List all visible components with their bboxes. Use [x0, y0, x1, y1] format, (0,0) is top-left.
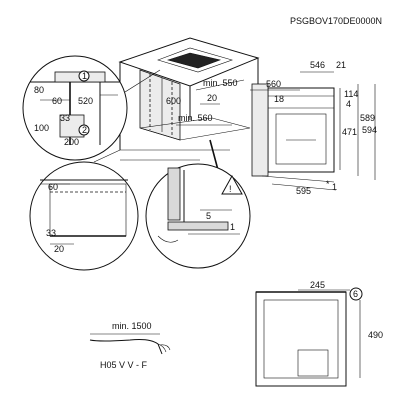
dim-1b: 1	[332, 182, 337, 192]
dim-471: 471	[342, 127, 357, 137]
worktop-unit-perspective	[118, 37, 260, 171]
dim-20b: 20	[54, 244, 64, 254]
dim-560: 560	[266, 79, 281, 89]
warning-mark: !	[229, 184, 232, 194]
dim-600: 600	[166, 96, 181, 106]
dim-5: 5	[206, 211, 211, 221]
dim-589: 589	[360, 113, 375, 123]
dim-100: 100	[34, 123, 49, 133]
dim-245: 245	[310, 280, 325, 290]
dim-490: 490	[368, 330, 383, 340]
marker-2-circle	[78, 124, 90, 136]
cable-type-label: H05 V V - F	[100, 360, 148, 370]
dim-60a: 60	[52, 96, 62, 106]
marker-3-circle	[349, 287, 363, 301]
model-code: PSGBOV170DE0000N	[290, 16, 382, 26]
dim-20a: 20	[207, 93, 217, 103]
dim-200: 200	[64, 137, 79, 147]
dim-33b: 33	[46, 228, 56, 238]
dim-595-line	[271, 183, 337, 191]
oven-side-view	[251, 83, 335, 183]
dim-595: 595	[296, 186, 311, 196]
power-cable	[89, 333, 171, 355]
marker-1-circle	[78, 70, 90, 82]
dim-546: 546	[310, 60, 325, 70]
dim-114: 114	[344, 89, 358, 99]
warning-triangle-icon	[221, 174, 243, 195]
detail-circle-top-left	[22, 55, 161, 161]
dim-min1500: min. 1500	[112, 321, 152, 331]
dim-min550-line	[195, 79, 245, 91]
dim-21: 21	[336, 60, 346, 70]
dim-80: 80	[34, 85, 44, 95]
marker-1: 1	[82, 71, 87, 81]
dim-min550: min. 550	[203, 78, 238, 88]
detail-circle-bottom-left	[29, 149, 139, 271]
dim-33a: 33	[60, 113, 70, 123]
dim-60b: 60	[48, 182, 58, 192]
dim-1a: 1	[230, 222, 235, 232]
dim-star: *	[326, 179, 330, 189]
dim-18: 18	[274, 94, 284, 104]
dim-4: 4	[346, 99, 351, 109]
dim-594: 594	[362, 125, 377, 135]
dim-min560: min. 560	[178, 113, 213, 123]
oven-cavity-view	[255, 291, 347, 387]
dim-520: 520	[78, 96, 93, 106]
marker-3: 6	[353, 289, 358, 299]
marker-2: 2	[82, 125, 87, 135]
